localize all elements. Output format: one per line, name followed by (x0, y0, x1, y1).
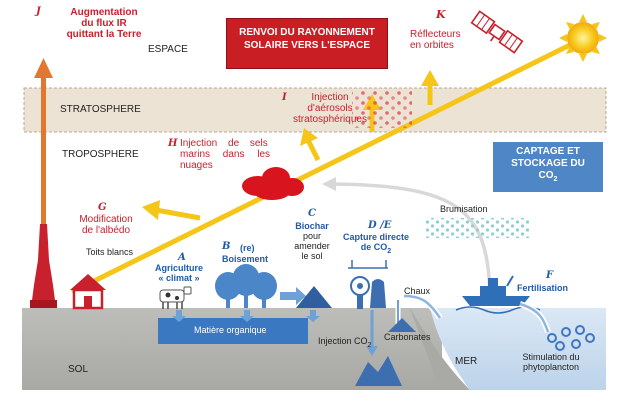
solar-return-box: RENVOI DU RAYONNEMENT SOLAIRE VERS L'ESP… (226, 18, 388, 69)
sun-rays-icon (559, 14, 607, 62)
cow-icon (159, 286, 192, 309)
sun-ray-line (70, 37, 582, 295)
capture-storage-line-2: STOCKAGE DU (511, 158, 585, 169)
item-g-label: Modification de l'albédo (79, 214, 133, 237)
item-h-label: Injection de sels marins dans les nuages (180, 138, 271, 172)
organic-matter-label: Matière organique (194, 325, 267, 335)
spray-droplets (425, 218, 530, 238)
brumisation-arrow (329, 182, 492, 297)
item-k-letter: K (436, 8, 446, 21)
trees-icon (215, 264, 277, 308)
direct-capture-icon (348, 260, 388, 309)
item-c-label: Biochar pour amender le sol (294, 221, 330, 262)
stratosphere-band (23, 87, 607, 133)
soil-down-arrows (172, 310, 320, 322)
zone-label-espace: ESPACE (148, 44, 188, 55)
capture-storage-line-3: CO2 (538, 170, 558, 183)
solar-return-line-2: SOLAIRE VERS L'ESPACE (243, 39, 371, 51)
injection-arrow-head (366, 346, 378, 356)
aerosol-particles (352, 90, 412, 128)
white-roofs-label: Toits blancs (86, 247, 134, 257)
tower-base-icon (30, 300, 57, 308)
item-de-letter: D /E (368, 220, 392, 231)
item-k-label: Réflecteurs en orbites (410, 29, 461, 52)
item-i-letter: I (282, 92, 287, 103)
item-g-letter: G (98, 202, 107, 213)
tower-icon (31, 224, 56, 308)
zone-label-sol: SOL (68, 364, 89, 375)
capture-storage-line-1: CAPTAGE ET (516, 146, 580, 157)
item-j-letter: J (36, 6, 41, 17)
seabed-slope (410, 308, 470, 390)
storage-rock-icon (355, 356, 402, 386)
carbonates-label: Carbonates (384, 332, 431, 342)
sun-icon (567, 22, 599, 54)
satellite-icon (470, 10, 524, 54)
item-b-label-2: Boisement (222, 254, 269, 264)
house-icon (70, 274, 106, 310)
capture-storage-box: CAPTAGE ET STOCKAGE DU CO2 (493, 142, 603, 192)
item-c-letter: C (308, 208, 316, 219)
trees-to-biochar-arrow (280, 287, 306, 305)
zone-label-stratosphere: STRATOSPHERE (60, 104, 141, 115)
zone-label-mer: MER (455, 356, 478, 367)
item-i-label: Injection d'aérosols stratosphériques (293, 92, 367, 126)
ir-flux-arrow-shaft (41, 74, 46, 224)
cloud-icon (242, 167, 304, 200)
item-h-letter: H (168, 138, 178, 149)
sea-area (430, 308, 606, 390)
phytoplankton-icon (547, 325, 595, 351)
item-b-letter: B (222, 241, 231, 252)
item-a-label: Agriculture « climat » (154, 263, 203, 284)
item-de-label: Capture directe de CO2 (342, 232, 410, 255)
solar-return-line-1: RENVOI DU RAYONNEMENT (239, 27, 375, 38)
brumisation-label: Brumisation (440, 204, 488, 214)
organic-matter-box (158, 318, 308, 344)
item-f-label: Fertilisation (517, 283, 569, 293)
item-a-letter: A (178, 252, 186, 263)
item-f-letter: F (546, 270, 554, 281)
brumisation-arrow-head (322, 177, 336, 191)
ir-flux-arrow-head (34, 58, 53, 78)
zone-label-troposphere: TROPOSPHERE (62, 149, 139, 160)
carbonates-heap-icon (388, 318, 416, 332)
boat-icon (455, 275, 541, 314)
phytoplankton-label: Stimulation du phytoplancton (522, 352, 580, 373)
item-j-label: Augmentation du flux IR quittant la Terr… (66, 7, 142, 41)
biochar-heap-icon (296, 286, 332, 308)
chaux-label: Chaux (404, 286, 431, 296)
item-b-label-1: (re) (240, 243, 255, 253)
injection-co2-label: Injection CO2 (318, 336, 372, 349)
